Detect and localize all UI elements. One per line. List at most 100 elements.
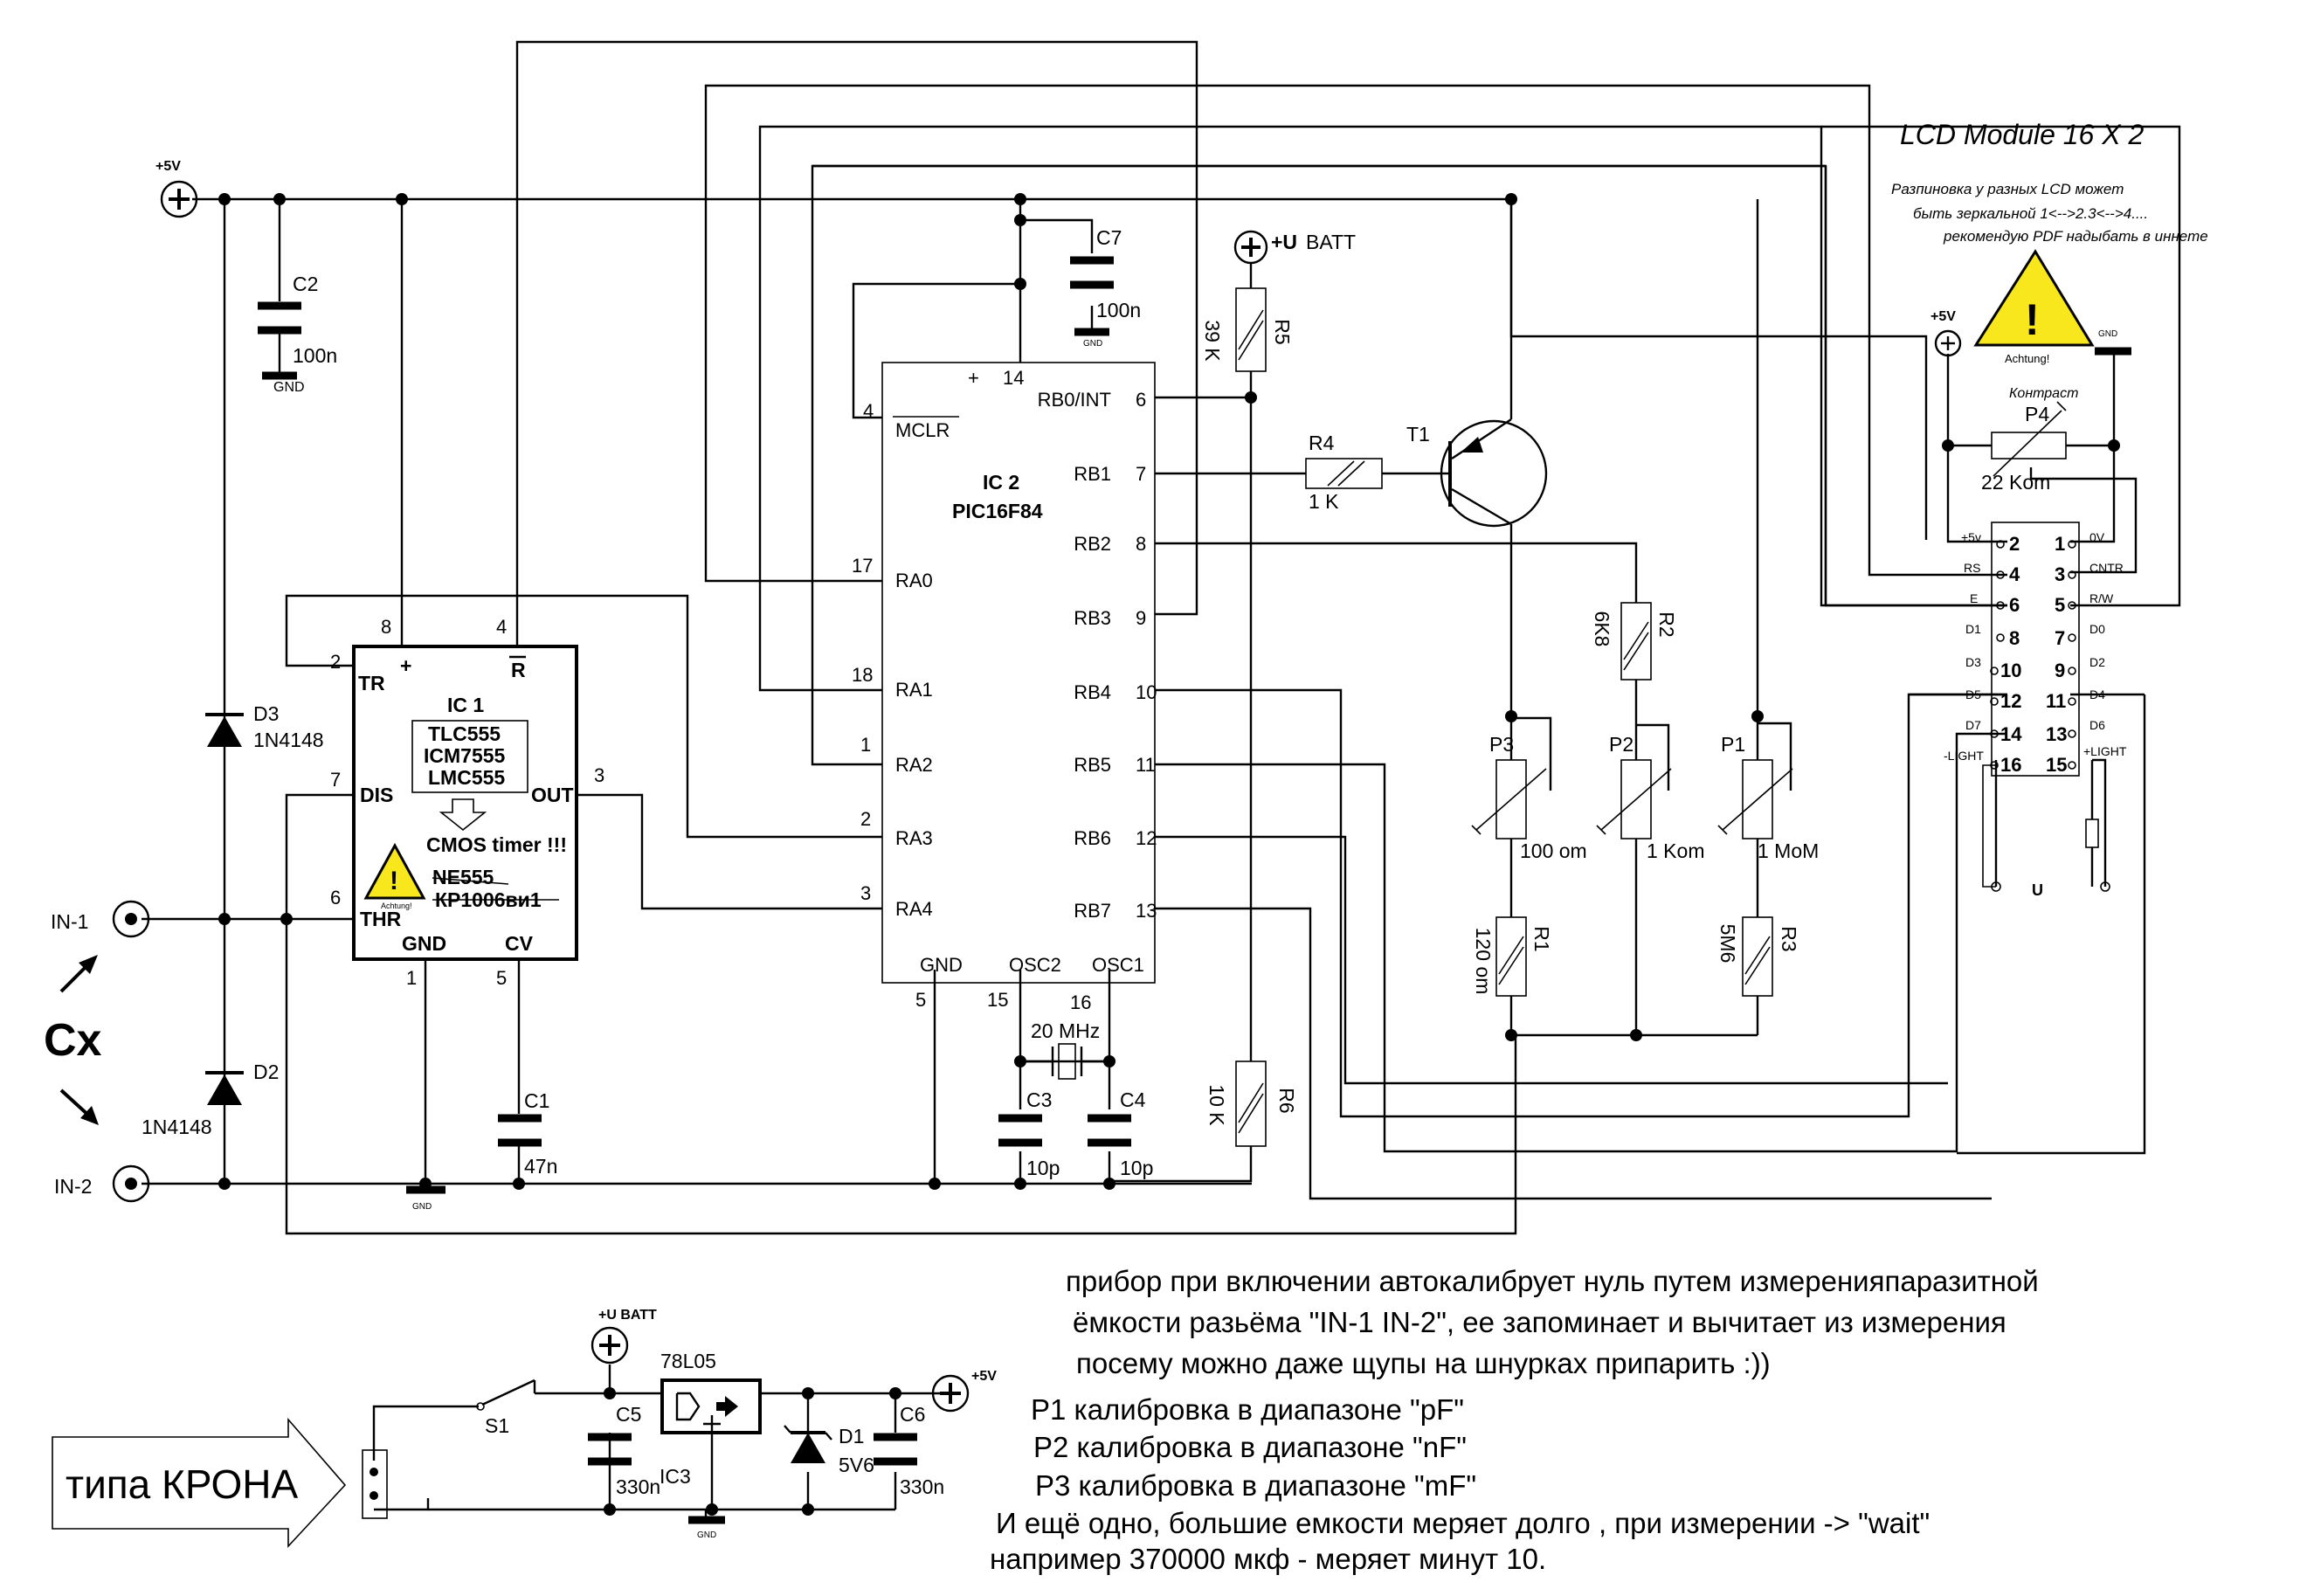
svg-text:16: 16 — [1070, 991, 1091, 1013]
svg-text:TR: TR — [358, 672, 385, 694]
capacitor-c2: C2 100n — [258, 273, 337, 367]
svg-text:D1: D1 — [1965, 622, 1981, 636]
svg-text:11: 11 — [2046, 690, 2066, 712]
svg-text:P1 калибровка в диапазоне "pF": P1 калибровка в диапазоне "pF" — [1031, 1393, 1464, 1426]
svg-text:3: 3 — [594, 764, 604, 786]
svg-text:+LIGHT: +LIGHT — [2083, 744, 2127, 758]
svg-text:D3: D3 — [253, 702, 279, 725]
svg-text:RB5: RB5 — [1074, 754, 1111, 776]
warning-icon: ! — [2025, 295, 2040, 344]
svg-text:D2: D2 — [253, 1061, 279, 1083]
svg-text:16: 16 — [2000, 754, 2021, 776]
svg-text:5: 5 — [496, 967, 507, 989]
svg-text:RB6: RB6 — [1074, 827, 1111, 849]
svg-text:R2: R2 — [1655, 611, 1678, 637]
svg-text:4: 4 — [2009, 563, 2020, 585]
svg-text:+5v: +5v — [1961, 530, 1981, 544]
svg-text:OSC1: OSC1 — [1092, 954, 1144, 976]
svg-text:GND: GND — [402, 932, 446, 955]
svg-text:P4: P4 — [2025, 403, 2049, 425]
svg-text:0V: 0V — [2089, 530, 2105, 544]
svg-text:RA1: RA1 — [895, 679, 933, 701]
svg-text:ICM7555: ICM7555 — [424, 744, 506, 767]
svg-text:1N4148: 1N4148 — [253, 729, 324, 751]
svg-text:+U BATT: +U BATT — [598, 1308, 657, 1323]
svg-text:Achtung!: Achtung! — [2005, 352, 2049, 365]
svg-text:R: R — [511, 659, 526, 681]
svg-text:12: 12 — [2000, 690, 2021, 712]
lcd-backlight: U — [1982, 764, 2110, 899]
diode-d3: D3 1N4148 — [205, 702, 324, 751]
svg-text:3: 3 — [860, 882, 871, 904]
battery-arrow: типа КРОНА — [52, 1417, 347, 1549]
diode-d2: D2 1N4148 — [142, 1061, 279, 1138]
ubatt-symbol-psu: +U BATT — [591, 1308, 657, 1365]
cx-label: Cx — [44, 955, 102, 1125]
svg-text:13: 13 — [2046, 723, 2067, 745]
wires — [142, 40, 2181, 1518]
svg-text:CMOS timer !!!: CMOS timer !!! — [426, 833, 567, 856]
svg-text:D5: D5 — [1965, 687, 1981, 701]
svg-text:1 K: 1 K — [1309, 490, 1339, 513]
capacitor-c6: C6 330n — [874, 1403, 944, 1498]
svg-text:10p: 10p — [1026, 1157, 1060, 1179]
svg-text:D6: D6 — [2089, 718, 2105, 732]
svg-text:+: + — [968, 367, 979, 389]
svg-text:C1: C1 — [524, 1089, 549, 1112]
svg-text:IC 1: IC 1 — [447, 694, 484, 716]
svg-text:100n: 100n — [1096, 299, 1141, 321]
svg-text:D4: D4 — [2089, 687, 2105, 701]
ubatt-label: +U — [1271, 231, 1297, 253]
svg-text:+5V: +5V — [1930, 309, 1956, 324]
lcd-title: LCD Module 16 X 2 — [1900, 119, 2144, 150]
warning-icon: ! — [390, 867, 398, 895]
svg-text:Achtung!: Achtung! — [381, 902, 412, 910]
svg-text:RB7: RB7 — [1074, 900, 1111, 922]
svg-text:6K8: 6K8 — [1591, 611, 1613, 647]
svg-text:R1: R1 — [1530, 926, 1553, 951]
svg-text:C6: C6 — [900, 1403, 925, 1426]
svg-text:7: 7 — [330, 769, 341, 791]
svg-text:прибор при включении автокалиб: прибор при включении автокалибрует нуль … — [1066, 1265, 2039, 1297]
gnd-label: GND — [273, 380, 305, 395]
capacitor-c3: C3 10p — [998, 1088, 1060, 1179]
svg-text:посему можно даже щупы на шнур: посему можно даже щупы на шнурках припар… — [1076, 1347, 1771, 1379]
svg-text:1 MoM: 1 MoM — [1758, 839, 1819, 862]
svg-text:рекомендую PDF надыбать в инне: рекомендую PDF надыбать в иннете — [1943, 228, 2208, 245]
svg-text:2: 2 — [330, 651, 341, 673]
svg-text:4: 4 — [863, 400, 874, 422]
ic2-pin-number: 9 — [1136, 607, 1146, 629]
svg-text:7: 7 — [2055, 627, 2065, 649]
svg-text:RB3: RB3 — [1074, 607, 1111, 629]
resistor-r1: 120 om R1 — [1472, 916, 1553, 997]
svg-text:NE555: NE555 — [432, 866, 494, 888]
svg-text:39 K: 39 K — [1201, 320, 1224, 362]
svg-text:P2 калибровка в диапазоне "nF": P2 калибровка в диапазоне "nF" — [1033, 1431, 1467, 1463]
svg-text:C5: C5 — [616, 1403, 641, 1426]
svg-text:TLC555: TLC555 — [428, 722, 501, 745]
regulator-ic3: 78L05 IC3 — [660, 1350, 762, 1488]
gnd-label: GND — [1083, 339, 1102, 349]
svg-text:10: 10 — [2000, 660, 2021, 681]
svg-text:C2: C2 — [293, 273, 318, 295]
resistor-r2: 6K8 R2 — [1591, 602, 1678, 681]
svg-text:R5: R5 — [1271, 319, 1294, 344]
svg-text:P3: P3 — [1489, 733, 1514, 756]
input-jack-in2: IN-2 — [54, 1164, 150, 1203]
potentiometer-p1: P1 1 MoM — [1717, 733, 1819, 862]
svg-text:6: 6 — [2009, 594, 2020, 616]
svg-text:17: 17 — [852, 555, 873, 577]
notes: прибор при включении автокалибрует нуль … — [990, 1265, 2039, 1575]
svg-text:5: 5 — [915, 989, 926, 1011]
svg-text:RB2: RB2 — [1074, 533, 1111, 555]
svg-text:14: 14 — [1003, 367, 1024, 389]
svg-text:RS: RS — [1964, 561, 1980, 575]
gnd-label: GND — [412, 1202, 432, 1212]
ic2-pic16f84: + 14 IC 2 PIC16F84 4 MCLR 17 RA0 18 RA1 … — [852, 362, 1156, 1013]
vcc-symbol-psu: +5V — [931, 1369, 997, 1413]
svg-text:Разпиновка у разных LCD может: Разпиновка у разных LCD может — [1891, 181, 2124, 197]
transistor-t1: T1 — [1406, 418, 1548, 528]
svg-text:И ещё одно, большие емкости м: И ещё одно, большие емкости меряет долго… — [996, 1507, 1930, 1539]
svg-text:быть зеркальной 1<-->2.3<-->: быть зеркальной 1<-->2.3<-->4.... — [1913, 205, 2148, 222]
resistor-r3: 5M6 R3 — [1716, 916, 1800, 997]
